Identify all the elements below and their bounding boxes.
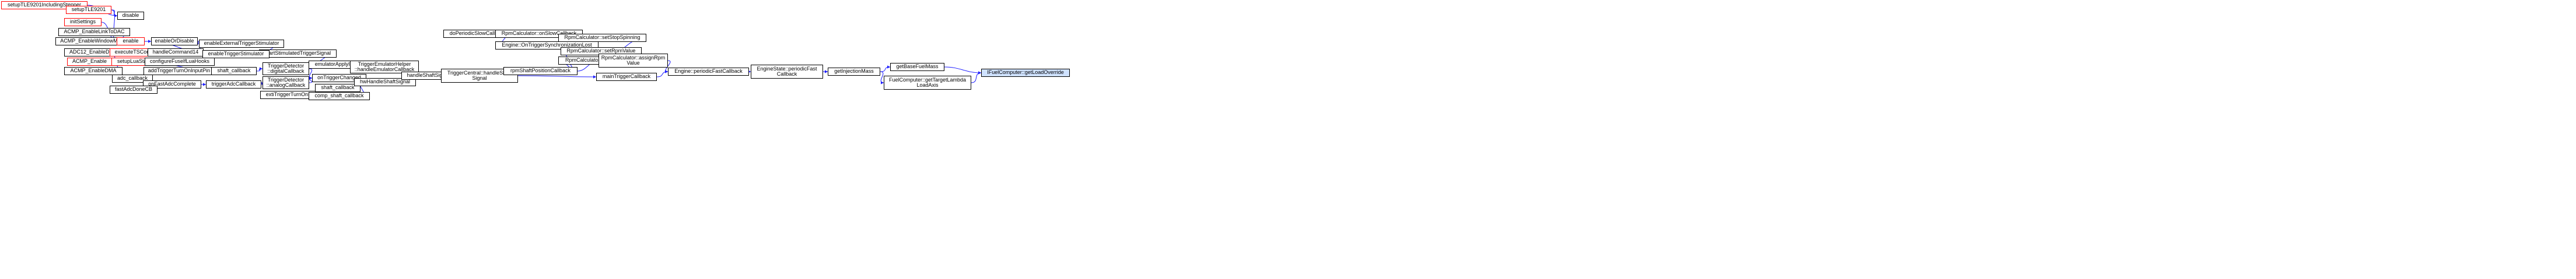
graph-node-n31[interactable]: TriggerEmulatorHelper ::handleEmulatorCa… (350, 61, 419, 73)
graph-node-n11[interactable]: handleCommand14 (148, 48, 204, 56)
graph-node-n4[interactable]: ACMP_EnableLinkToDAC (58, 28, 130, 36)
graph-node-n9[interactable]: ADC12_EnableDMA (64, 48, 123, 56)
graph-node-n35[interactable]: doPeriodicSlowCallback (443, 30, 512, 38)
graph-node-n45[interactable]: EngineState::periodicFast Callback (751, 65, 823, 79)
graph-edge-arrow (260, 67, 262, 70)
graph-node-n2[interactable]: disable (117, 12, 144, 20)
graph-node-n22[interactable]: fastAdcDoneCB (110, 86, 158, 94)
graph-node-n1[interactable]: setupTLE9201 (66, 6, 111, 14)
graph-node-n15[interactable]: configureFuselfLuaHooks (145, 58, 215, 66)
graph-edge (971, 72, 982, 83)
graph-node-n23[interactable]: triggerAdcCallback (206, 80, 261, 89)
graph-node-n18[interactable]: adc_callback (112, 75, 153, 83)
graph-node-n42[interactable]: rpmShaftPositionCallback (503, 67, 578, 75)
graph-edge-arrow (114, 14, 117, 17)
graph-node-n13[interactable]: ACMP_Enable (67, 58, 112, 66)
graph-node-n6[interactable]: enable (117, 37, 145, 45)
graph-node-n41[interactable]: RpmCalculator::assignRpm Value (598, 54, 668, 68)
graph-edge-arrow (978, 71, 981, 75)
graph-node-n21[interactable]: onFastAdcComplete (143, 80, 201, 89)
graph-node-n7[interactable]: enableOrDisable (151, 37, 198, 45)
graph-edge-arrow (309, 76, 312, 80)
graph-node-n8[interactable]: enableExternalTriggerStimulator (199, 40, 284, 48)
graph-node-n46[interactable]: getInjectionMass (828, 68, 880, 76)
graph-edge-arrow (593, 75, 596, 79)
graph-node-n38[interactable]: RpmCalculator::setStopSpinning (558, 34, 646, 42)
graph-node-n12[interactable]: startStimulatedTriggerSignal (259, 50, 337, 58)
graph-node-n47[interactable]: getBaseFuelMass (890, 63, 944, 71)
graph-node-n48[interactable]: FuelComputer::getTargetLambda LoadAxis (884, 76, 971, 90)
graph-edge-arrow (148, 40, 151, 43)
graph-node-n25[interactable]: TriggerDetector ::analogCallback (262, 76, 309, 89)
graph-node-n30[interactable]: comp_shaft_callback (309, 92, 370, 100)
graph-node-n49[interactable]: IFuelComputer::getLoadOverride (981, 69, 1070, 77)
graph-node-n29[interactable]: shaft_callback (315, 84, 360, 92)
graph-edge (517, 75, 597, 77)
graph-node-n19[interactable]: addTriggerTurnOnInputPin (144, 67, 215, 75)
graph-node-n16[interactable]: enableTriggerStimulator (202, 50, 270, 58)
graph-node-n44[interactable]: Engine::periodicFastCallback (668, 68, 749, 76)
graph-node-n34[interactable]: TriggerCentral::handleShaft Signal (441, 69, 518, 83)
graph-node-n17[interactable]: ACMP_EnableDMA (64, 67, 123, 75)
graph-edge-arrow (825, 70, 828, 73)
graph-edge-arrow (887, 65, 890, 69)
graph-node-n32[interactable]: hwHandleShaftSignal (354, 78, 416, 86)
graph-node-n5[interactable]: ACMP_EnableWindowMode (55, 37, 131, 45)
graph-edge (944, 66, 982, 73)
graph-edge-arrow (881, 81, 884, 84)
graph-node-n43[interactable]: mainTriggerCallback (596, 73, 657, 81)
graph-node-n24[interactable]: TriggerDetector ::digitalCallback (262, 62, 309, 75)
graph-edge-arrow (665, 70, 668, 73)
graph-node-n20[interactable]: shaft_callback (211, 67, 257, 75)
graph-node-n3[interactable]: initSettings (64, 18, 102, 26)
graph-edge-arrow (203, 83, 206, 86)
